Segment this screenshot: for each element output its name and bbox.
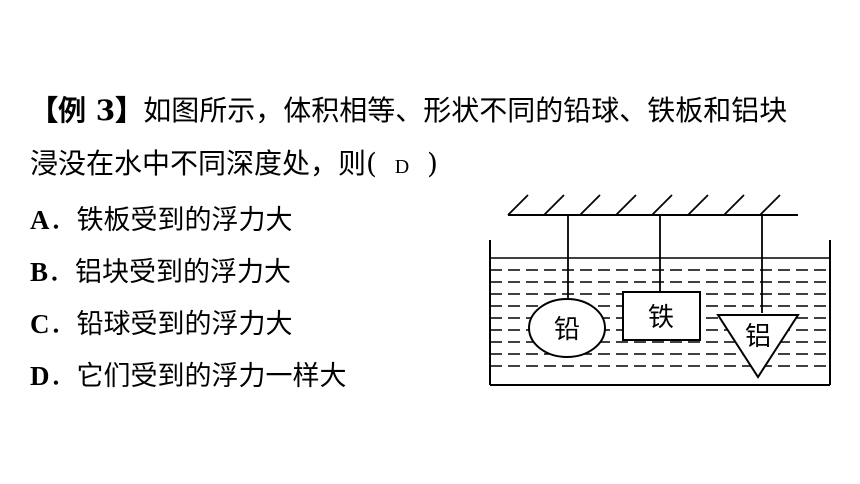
ceiling-hatch [507, 194, 781, 216]
option-d-letter: D [30, 361, 50, 391]
option-b-sep: ． [48, 257, 76, 288]
question-text-2: 浸没在水中不同深度处，则( [30, 147, 377, 180]
option-d-sep: ． [49, 361, 77, 392]
example-tag: 【例 3】 [30, 94, 144, 127]
option-a: A．铁板受到的浮力大 [30, 203, 293, 238]
question-text-1: 如图所示，体积相等、形状不同的铅球、铁板和铝块 [143, 94, 788, 127]
option-c-letter: C [30, 309, 50, 339]
option-c: C．铅球受到的浮力大 [30, 307, 293, 342]
question-close-paren: ) [426, 147, 438, 180]
option-d: D．它们受到的浮力一样大 [30, 359, 347, 394]
aluminum-block [716, 314, 800, 379]
option-d-text: 它们受到的浮力一样大 [76, 361, 347, 392]
option-c-text: 铅球受到的浮力大 [76, 309, 293, 340]
option-a-letter: A [30, 205, 50, 235]
question-line-2: 浸没在水中不同深度处，则( D) [30, 147, 438, 184]
buoyancy-diagram: 铅 铁 铝 [489, 194, 831, 386]
option-a-text: 铁板受到的浮力大 [76, 205, 293, 236]
lead-ball [528, 298, 606, 358]
option-c-sep: ． [49, 309, 77, 340]
lead-label: 铅 [554, 315, 580, 345]
option-a-sep: ． [49, 205, 77, 236]
water-container [489, 240, 831, 386]
iron-label: 铁 [648, 303, 674, 333]
option-b: B．铝块受到的浮力大 [30, 255, 291, 290]
answer-value: D [394, 156, 410, 178]
option-b-letter: B [30, 257, 49, 287]
aluminum-label: 铝 [745, 322, 771, 352]
option-b-text: 铝块受到的浮力大 [75, 257, 292, 288]
iron-plate [622, 291, 701, 341]
question-line-1: 【例 3】如图所示，体积相等、形状不同的铅球、铁板和铝块 [30, 94, 787, 128]
